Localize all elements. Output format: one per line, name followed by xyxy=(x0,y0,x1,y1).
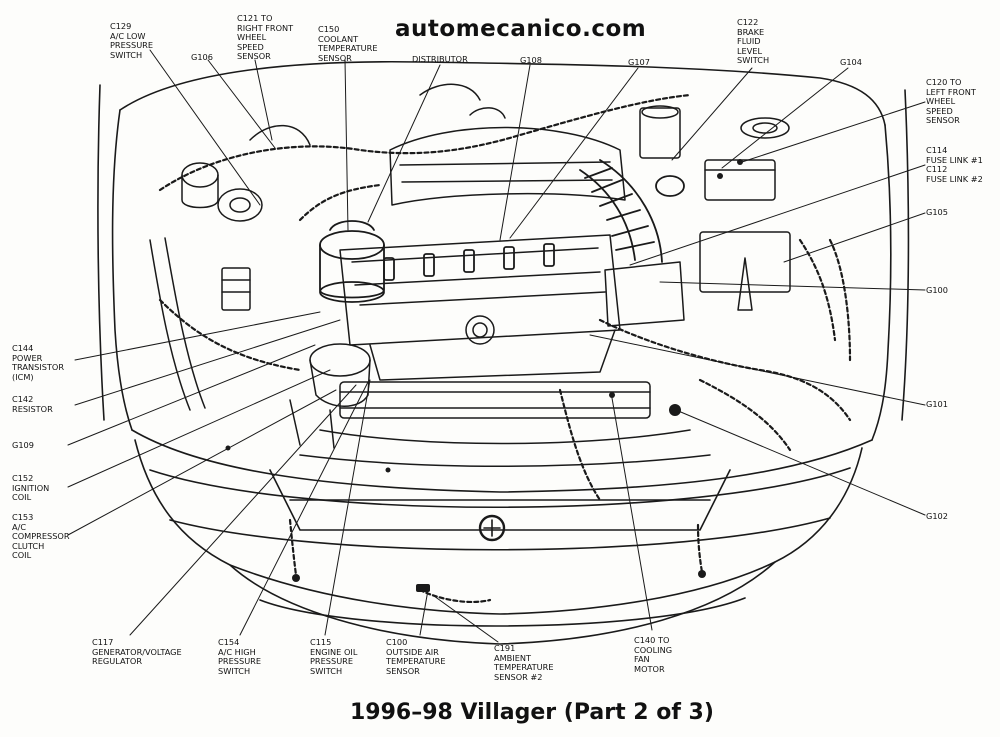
label-g100: G100 xyxy=(926,285,948,295)
site-title: automecanico.com xyxy=(395,16,647,42)
figure-caption: 1996–98 Villager (Part 2 of 3) xyxy=(350,700,714,725)
battery-box xyxy=(604,105,791,327)
label-distributor: DISTRIBUTOR xyxy=(412,54,468,64)
label-g106: G106 xyxy=(191,52,213,62)
label-g104: G104 xyxy=(840,57,862,67)
label-g107: G107 xyxy=(628,57,650,67)
engine-block xyxy=(339,83,626,381)
vehicle-body-outline xyxy=(97,60,910,645)
distributor-part xyxy=(319,220,385,303)
label-g102: G102 xyxy=(926,511,948,521)
radiator-support xyxy=(299,381,711,467)
leader-lines xyxy=(67,49,926,643)
left-components xyxy=(149,124,371,449)
connectors xyxy=(225,159,743,592)
label-g101: G101 xyxy=(926,399,948,409)
label-g109: G109 xyxy=(12,440,34,450)
label-g105: G105 xyxy=(926,207,948,217)
air-intake-hose xyxy=(579,159,685,263)
wiring-harness xyxy=(158,93,852,604)
label-g108: G108 xyxy=(520,55,542,65)
